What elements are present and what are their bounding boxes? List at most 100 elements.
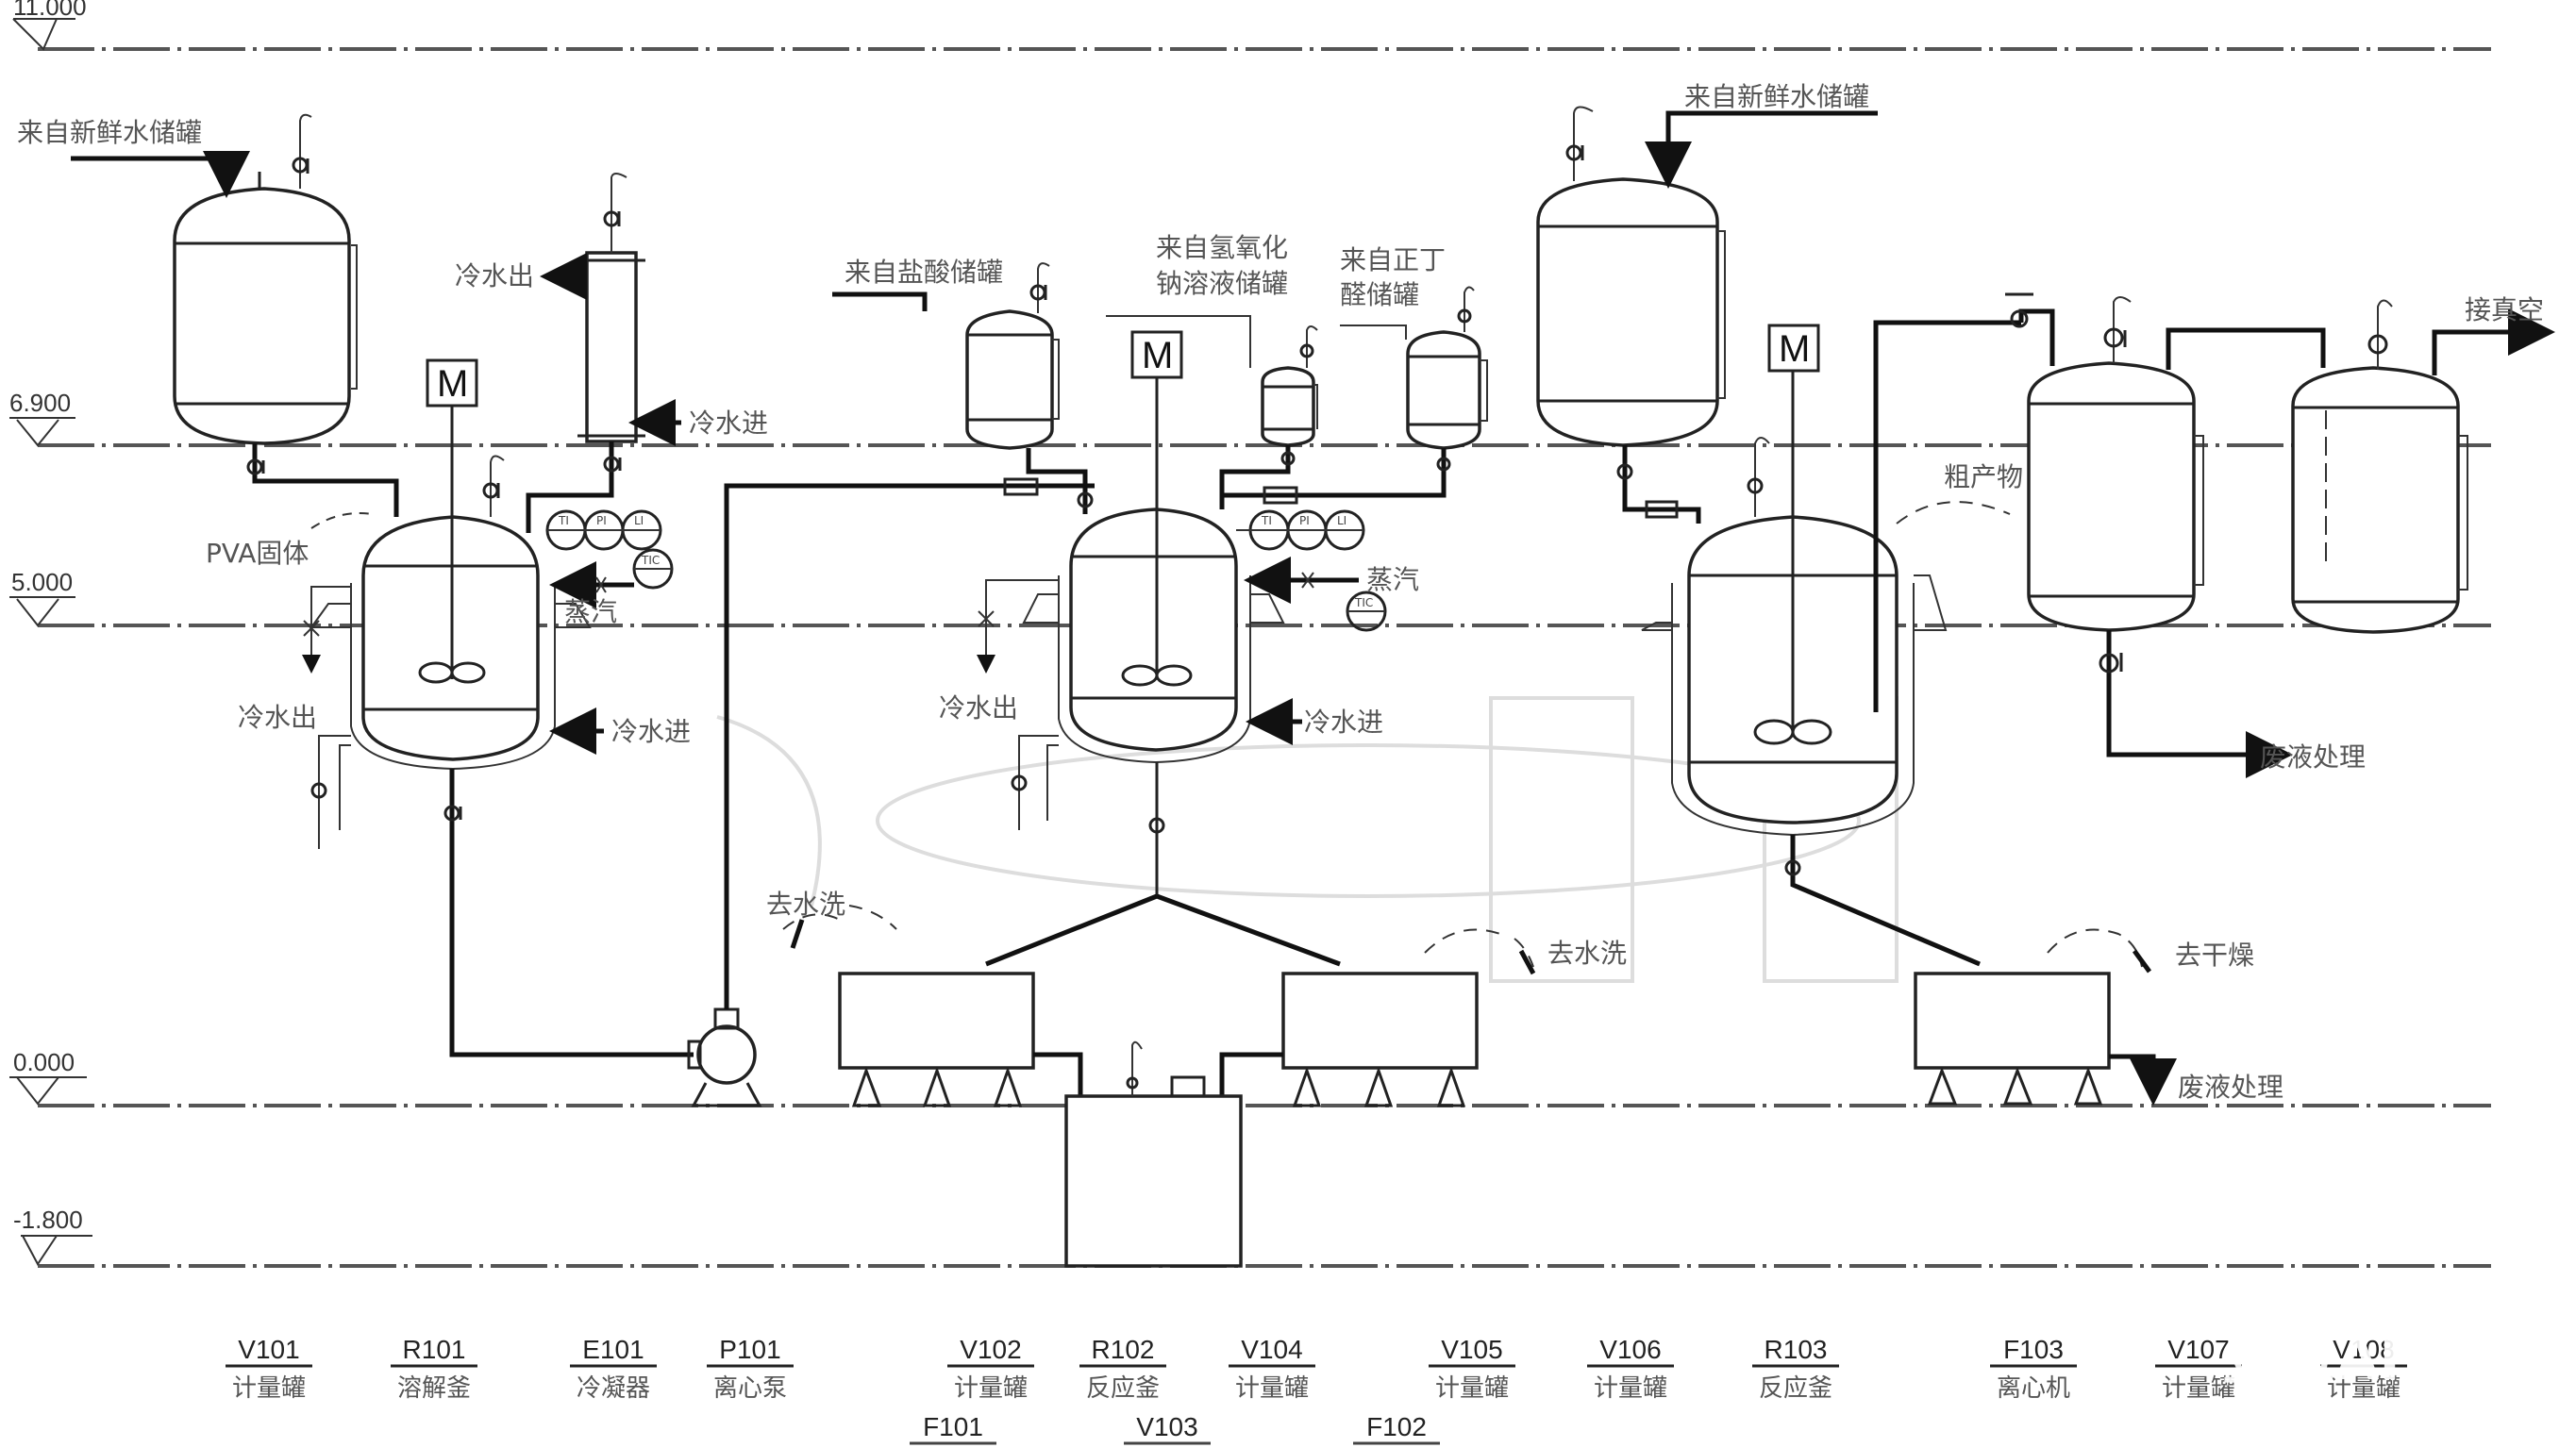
legend-tag: V103 <box>1136 1412 1197 1441</box>
instrument-tag: PI <box>596 514 607 527</box>
tank-v108[interactable]: 接真空 <box>2291 294 2555 634</box>
annotation-hcl-source: 来自盐酸储罐 <box>845 257 1003 288</box>
level-label: 0.000 <box>13 1048 75 1076</box>
annotation-fresh-water-source-2: 来自新鲜水储罐 <box>1684 81 1869 112</box>
legend-item: V107 计量罐 <box>2155 1335 2242 1403</box>
equipment-legend: V101 计量罐 R101 溶解釜 E101 冷凝器 P101 离心泵 V102 计量罐 R102反… <box>226 1335 2407 1445</box>
centrifuge-f103[interactable]: 废液处理 去干燥 <box>1914 928 2283 1106</box>
legend-item: F103 离心机 <box>1990 1335 2077 1403</box>
annotation-condenser-cw-in: 冷水进 <box>689 408 768 439</box>
watermark: 豆包AI生成 <box>2222 1327 2514 1393</box>
legend-name: 计量罐 <box>1594 1374 1667 1403</box>
centrifuge-f102[interactable]: 去水洗 <box>1219 928 1627 1107</box>
motor-label: M <box>1142 335 1173 376</box>
reactor-r101[interactable]: M PVA固体 TI PI LI TIC 蒸汽 冷水出 <box>206 358 694 1057</box>
annotation-fresh-water-source: 来自新鲜水储罐 <box>17 117 202 148</box>
legend-item: V108 计量罐 <box>2320 1335 2407 1403</box>
annotation-waste-liquid-2: 废液处理 <box>2178 1072 2283 1103</box>
legend-name: 反应釜 <box>1086 1374 1160 1403</box>
legend-name: 反应釜 <box>1759 1374 1832 1403</box>
annotation-butyraldehyde-line2: 醛储罐 <box>1340 279 1419 310</box>
pump-p101[interactable] <box>687 483 1095 1107</box>
reactor-r102[interactable]: M TI PI LI TIC 蒸汽 冷水出 冷水进 <box>939 330 1419 967</box>
level-label: 11.000 <box>13 0 87 21</box>
motor-label: M <box>437 363 468 405</box>
motor-label: M <box>1779 328 1810 370</box>
instrument-tag: TI <box>558 514 569 527</box>
annotation-r102-cw-out: 冷水出 <box>939 692 1018 724</box>
centrifuge-f101[interactable]: 去水洗 <box>766 889 1083 1107</box>
level-label: 6.900 <box>9 389 71 417</box>
annotation-waste-liquid-1: 废液处理 <box>2260 741 2366 773</box>
condenser-e101[interactable]: 冷水出 冷水进 <box>455 173 768 533</box>
legend-item: V106 计量罐 <box>1587 1335 1674 1403</box>
instrument-tag: TIC <box>1354 596 1373 609</box>
annotation-steam-r101: 蒸汽 <box>564 596 617 627</box>
annotation-naoh-line1: 来自氢氧化 <box>1156 232 1288 263</box>
legend-tag: F102 <box>1366 1412 1427 1441</box>
instruments-r101: TI PI LI TIC <box>545 509 674 590</box>
reactor-r103[interactable]: M 粗产物 <box>1641 320 2023 967</box>
annotation-r101-cw-out: 冷水出 <box>238 702 317 733</box>
legend-item: V105 计量罐 <box>1429 1335 1515 1403</box>
instruments-r102: TI PI LI TIC <box>1236 509 1387 632</box>
instrument-tag: TIC <box>641 554 660 567</box>
legend-tag: V104 <box>1241 1335 1302 1364</box>
legend-name: 计量罐 <box>2162 1374 2235 1403</box>
legend-tag: P101 <box>719 1335 780 1364</box>
legend-name: 计量罐 <box>1235 1374 1309 1403</box>
legend-item: V104 计量罐 <box>1229 1335 1315 1403</box>
legend-name: 计量罐 <box>232 1374 306 1403</box>
annotation-to-wash-1: 去水洗 <box>766 889 845 920</box>
legend-name: 离心机 <box>1997 1374 2070 1403</box>
background-ghost-marks <box>716 696 1899 983</box>
tank-v106[interactable]: 来自新鲜水储罐 <box>1536 81 1878 524</box>
legend-item: V101 计量罐 <box>226 1335 312 1403</box>
legend-name: 计量罐 <box>1435 1374 1509 1403</box>
annotation-pva-solid: PVA固体 <box>206 538 309 569</box>
legend-item: R101 溶解釜 <box>391 1335 477 1403</box>
annotation-crude-product: 粗产物 <box>1944 461 2023 492</box>
legend-tag: F101 <box>923 1412 983 1441</box>
tank-v103[interactable] <box>1064 1040 1243 1268</box>
legend-tag: F103 <box>2003 1335 2064 1364</box>
annotation-r101-cw-in: 冷水进 <box>611 716 691 747</box>
legend-tag: V101 <box>238 1335 299 1364</box>
tank-v102[interactable]: 来自盐酸储罐 <box>832 257 1094 514</box>
annotation-steam-r102: 蒸汽 <box>1366 564 1419 595</box>
legend-tag: V108 <box>2333 1335 2394 1364</box>
annotation-condenser-cw-out: 冷水出 <box>455 260 534 291</box>
tank-v101[interactable]: 来自新鲜水储罐 <box>17 113 399 517</box>
legend-tag: V106 <box>1599 1335 1661 1364</box>
legend-item: E101 冷凝器 <box>570 1335 657 1403</box>
tank-v107[interactable]: 废液处理 <box>2005 292 2366 778</box>
legend-tag: R101 <box>403 1335 466 1364</box>
legend-tag: R103 <box>1765 1335 1828 1364</box>
legend-tag: V107 <box>2167 1335 2229 1364</box>
instrument-tag: LI <box>1337 514 1347 527</box>
legend-name: 计量罐 <box>954 1374 1028 1403</box>
legend-tag: E101 <box>582 1335 644 1364</box>
annotation-r102-cw-in: 冷水进 <box>1304 707 1383 738</box>
legend-name: 计量罐 <box>2327 1374 2400 1403</box>
instrument-tag: PI <box>1299 514 1310 527</box>
level-label: 5.000 <box>11 568 73 596</box>
level-0000: 0.000 <box>9 1048 2491 1107</box>
legend-name: 冷凝器 <box>577 1374 650 1403</box>
legend-item: R103 反应釜 <box>1752 1335 1839 1403</box>
annotation-to-dryer: 去干燥 <box>2175 940 2254 971</box>
tank-v105[interactable]: 来自正丁 醛储罐 <box>1222 244 1488 505</box>
annotation-to-vacuum: 接真空 <box>2465 294 2544 325</box>
tank-v104[interactable]: 来自氢氧化 钠溶液储罐 <box>1106 232 1318 509</box>
instrument-tag: TI <box>1261 514 1272 527</box>
legend-name: 离心泵 <box>713 1374 787 1403</box>
legend-tag: V102 <box>960 1335 1021 1364</box>
legend-item: P101 离心泵 <box>707 1335 794 1403</box>
instrument-tag: LI <box>634 514 644 527</box>
legend-tag: V105 <box>1441 1335 1502 1364</box>
legend-name: 溶解釜 <box>397 1374 471 1403</box>
annotation-butyraldehyde-line1: 来自正丁 <box>1340 244 1446 275</box>
level-label: -1.800 <box>13 1206 83 1234</box>
